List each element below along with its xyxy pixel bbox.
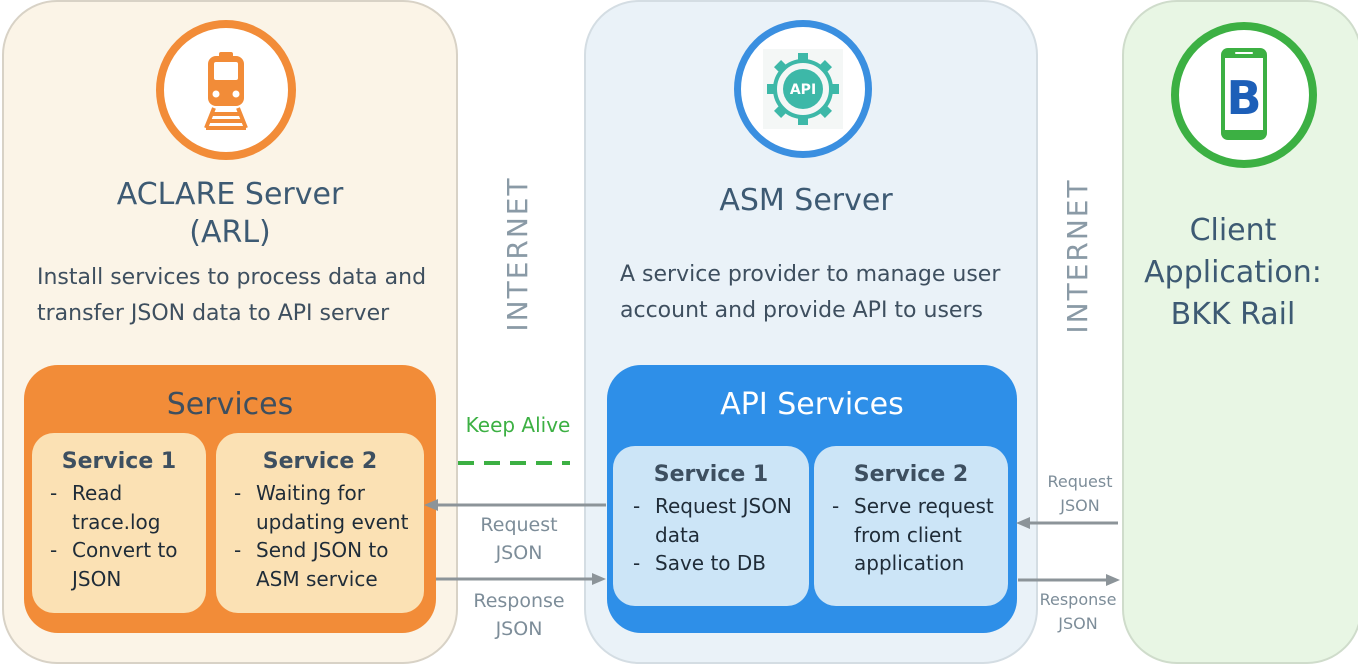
aclare-service2-item: -Send JSON to <box>234 538 389 562</box>
asm-service2-item: -Serve request <box>832 494 994 518</box>
client-icon-circle: B <box>1171 22 1317 168</box>
asm-service1-item-cont: data <box>655 522 701 547</box>
asm-service1-item: -Request JSON <box>633 494 792 518</box>
asm-api-services-box: API Services Service 1 -Request JSON dat… <box>607 365 1017 633</box>
aclare-services-title: Services <box>166 387 294 422</box>
response-json-label-right: Response JSON <box>1039 590 1117 633</box>
aclare-service2-item-cont: ASM service <box>256 566 378 591</box>
client-title-line2: Application: <box>1144 255 1322 290</box>
aclare-service1-item-cont: JSON <box>72 566 122 591</box>
svg-text:API: API <box>790 82 816 98</box>
asm-service2-card: Service 2 -Serve request from client app… <box>814 446 1008 606</box>
aclare-service2-item-cont: updating event <box>256 509 409 534</box>
response-arrow-right <box>1018 574 1120 586</box>
svg-text:B: B <box>1226 71 1261 125</box>
asm-service2-title: Service 2 <box>853 462 969 487</box>
aclare-description: Install services to process data and tra… <box>37 260 447 332</box>
asm-icon-circle: API <box>734 20 872 158</box>
aclare-icon-circle <box>156 20 296 160</box>
aclare-title-line2: (ARL) <box>189 215 271 250</box>
bkk-rail-phone-icon: B <box>1221 48 1267 140</box>
response-arrow-left <box>436 573 606 585</box>
api-gear-icon: API <box>763 49 843 129</box>
train-icon <box>204 52 248 130</box>
response-json-label-left: Response JSON <box>473 590 565 640</box>
asm-service1-item: -Save to DB <box>633 551 767 575</box>
asm-desc-line1: A service provider to manage user <box>620 262 1001 287</box>
aclare-service1-item-cont: trace.log <box>72 509 161 534</box>
aclare-desc-line1: Install services to process data and <box>37 265 427 290</box>
asm-description: A service provider to manage user accoun… <box>620 257 1020 329</box>
asm-service1-card: Service 1 -Request JSON data -Save to DB <box>613 446 809 606</box>
request-arrow-right <box>1016 517 1118 529</box>
client-title: Client Application: BKK Rail <box>1130 210 1336 336</box>
asm-desc-line2: account and provide API to users <box>620 298 983 323</box>
asm-services-title: API Services <box>720 387 904 422</box>
aclare-services-box: Services Service 1 -Read trace.log -Conv… <box>24 365 436 633</box>
aclare-title: ACLARE Server (ARL) <box>80 176 380 252</box>
keep-alive-label: Keep Alive <box>465 413 571 437</box>
aclare-service2-card: Service 2 -Waiting for updating event -S… <box>216 433 424 613</box>
aclare-service1-card: Service 1 -Read trace.log -Convert to JS… <box>32 433 206 613</box>
aclare-service1-item: -Read <box>50 481 123 505</box>
client-title-line3: BKK Rail <box>1170 297 1296 332</box>
aclare-service2-title: Service 2 <box>262 449 378 474</box>
aclare-service1-title: Service 1 <box>61 449 177 474</box>
request-json-label-left: Request JSON <box>480 514 558 564</box>
client-title-line1: Client <box>1189 213 1277 248</box>
asm-service2-item-cont: application <box>854 551 965 575</box>
request-arrow-left <box>424 499 606 511</box>
aclare-service2-item: -Waiting for <box>234 481 365 505</box>
aclare-desc-line2: transfer JSON data to API server <box>37 301 390 326</box>
aclare-title-line1: ACLARE Server <box>116 177 344 212</box>
aclare-service1-item: -Convert to <box>50 538 178 562</box>
asm-service1-title: Service 1 <box>653 462 769 487</box>
asm-service2-item-cont: from client <box>854 522 962 547</box>
asm-title: ASM Server <box>719 183 893 218</box>
request-json-label-right: Request JSON <box>1047 472 1113 515</box>
